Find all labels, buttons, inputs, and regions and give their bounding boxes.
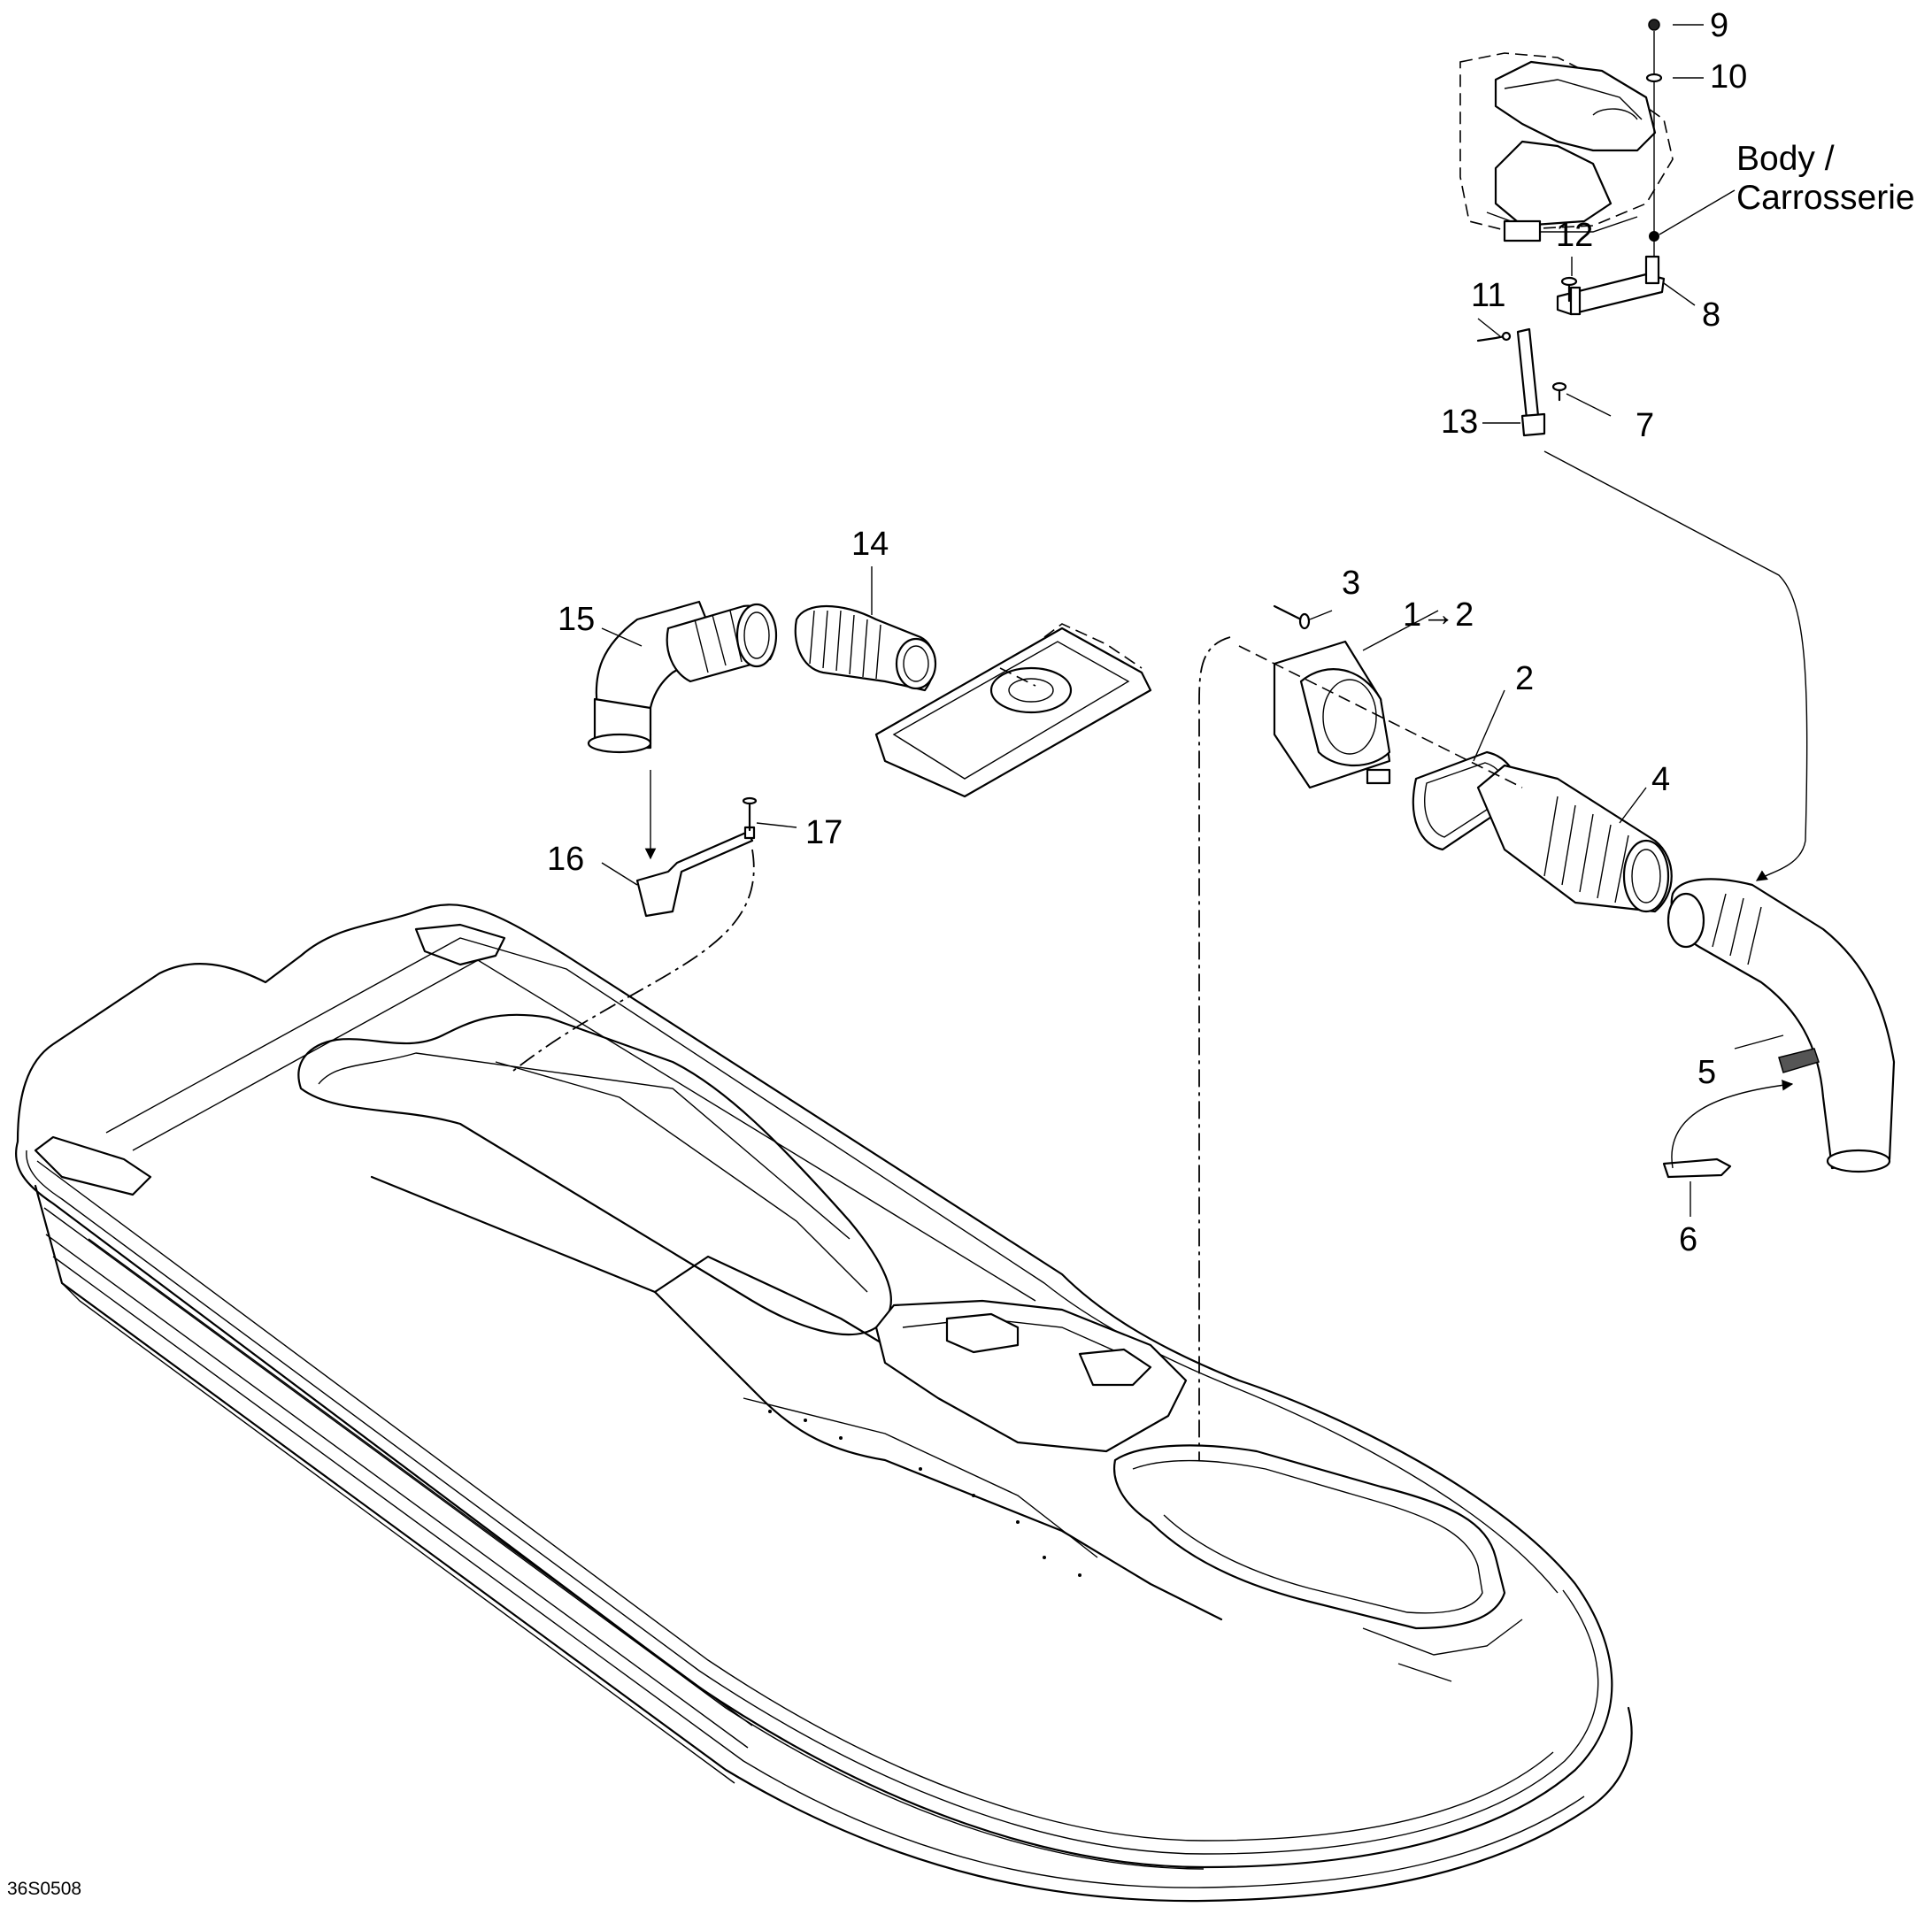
elbow-duct-5: [1666, 878, 1896, 1173]
assembly-arrows: [512, 450, 1808, 1460]
label-body-carrosserie: Body / Carrosserie: [1736, 140, 1915, 217]
label-part-15: 15: [558, 601, 596, 638]
support-bracket-16: [635, 826, 756, 918]
label-part-11: 11: [1471, 277, 1506, 314]
bellows-duct-4: [1476, 764, 1673, 913]
label-part-17: 17: [805, 814, 843, 851]
label-part-10: 10: [1710, 58, 1748, 96]
label-part-6: 6: [1679, 1221, 1698, 1258]
label-part-13: 13: [1441, 404, 1479, 441]
duct-adapter-1: [1273, 640, 1391, 789]
bracket-assembly: [1476, 19, 1666, 437]
label-part-9: 9: [1710, 7, 1729, 44]
label-part-5: 5: [1697, 1054, 1717, 1091]
duct-14: [794, 605, 937, 692]
label-part-3: 3: [1342, 565, 1361, 602]
watercraft-hull: [15, 904, 1633, 1903]
label-part-16: 16: [547, 841, 585, 878]
label-part-7: 7: [1636, 407, 1655, 444]
air-box-tray: [874, 623, 1152, 798]
clamp-6: [1662, 1157, 1732, 1179]
label-part-12: 12: [1556, 217, 1594, 254]
label-part-2: 2: [1515, 660, 1535, 697]
label-part-4: 4: [1651, 761, 1671, 798]
air-intake-housing: [1459, 52, 1674, 242]
duct-15: [587, 600, 778, 754]
screw-3: [1273, 604, 1311, 630]
label-part-1-arrow-2: 1→2: [1403, 596, 1474, 634]
drawing-number: 36S0508: [7, 1879, 82, 1899]
leader-lines: [601, 24, 1784, 1217]
label-part-14: 14: [851, 526, 889, 563]
bolt-17: [742, 796, 758, 832]
label-part-8: 8: [1702, 296, 1721, 334]
